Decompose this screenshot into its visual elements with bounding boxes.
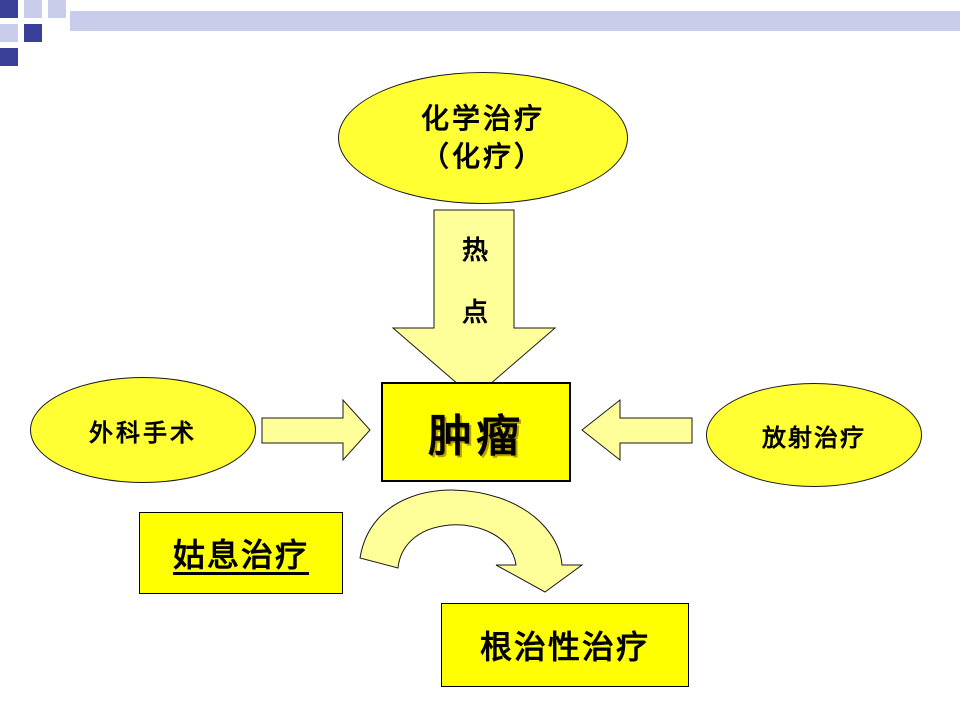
header-square: [0, 24, 18, 42]
surgery-node: 外科手术: [30, 377, 256, 483]
surgery-label: 外科手术: [89, 418, 197, 447]
header-square: [24, 24, 42, 42]
chemotherapy-node: 化学治疗 （化疗）: [338, 72, 628, 204]
header-square: [48, 0, 66, 18]
chemotherapy-abbr-label: （化疗）: [420, 140, 545, 173]
hotspot-label-1: 热: [461, 236, 488, 266]
chemotherapy-label: 化学治疗: [420, 102, 545, 136]
curative-box: 根治性治疗: [441, 603, 689, 687]
radiotherapy-node: 放射治疗: [706, 383, 922, 487]
header-square: [0, 48, 18, 66]
header-square: [24, 0, 42, 18]
header-square: [0, 0, 18, 18]
curved-arrow: [359, 489, 584, 593]
down-arrow: [391, 209, 557, 399]
radiotherapy-label: 放射治疗: [762, 423, 866, 452]
tumor-label: 肿瘤: [428, 411, 524, 462]
left-arrow: [581, 398, 693, 462]
palliative-label: 姑息治疗: [172, 536, 309, 574]
palliative-box: 姑息治疗: [139, 512, 343, 594]
curative-label: 根治性治疗: [479, 628, 650, 666]
hotspot-label-2: 点: [461, 298, 488, 328]
tumor-box: 肿瘤: [381, 382, 571, 482]
right-arrow: [261, 398, 371, 462]
header-bar: [70, 11, 960, 31]
